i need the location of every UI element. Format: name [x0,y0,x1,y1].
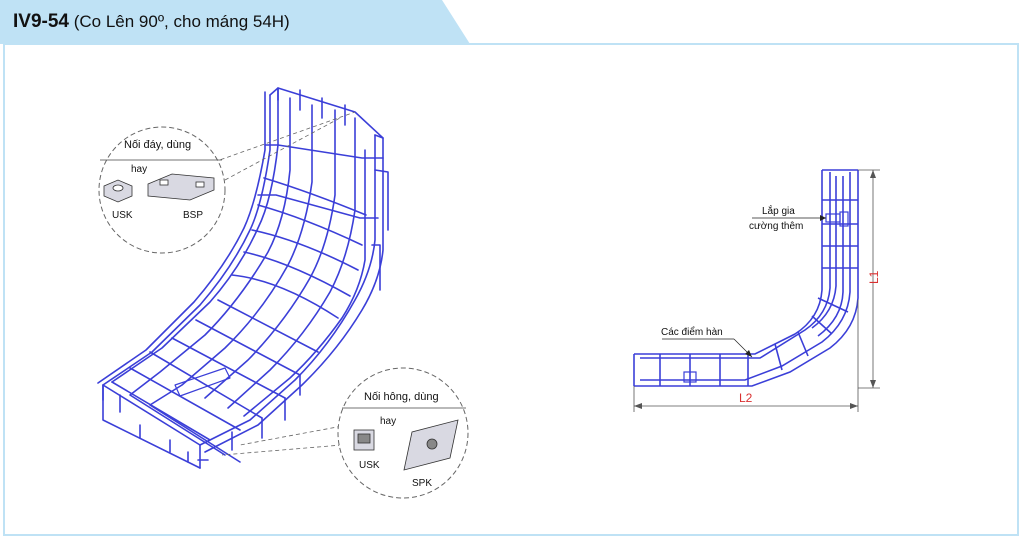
side-view-annotations: Lắp gia cường thêm Các điểm hàn [661,204,826,358]
bottom-joint-title: Nối đáy, dùng [124,139,191,151]
callout-side-joint: Nối hông, dùng hay USK SPK [337,367,469,499]
reinforcement-label-2: cường thêm [749,221,803,232]
title-tab: IV9-54 (Co Lên 90º, cho máng 54H) [0,0,470,44]
spk-plate-icon [403,419,459,471]
usk-clip-side-icon [353,429,375,451]
weld-points-label: Các điểm hàn [661,326,723,338]
callout-leaders [213,111,356,456]
side-joint-part2: SPK [412,478,432,489]
wire-basket-elbow-isometric [97,87,389,469]
callout-bottom-joint: Nối đáy, dùng hay USK BSP [98,126,226,254]
bsp-plate-icon [147,173,215,201]
bottom-joint-part1: USK [112,210,133,221]
page-title: IV9-54 (Co Lên 90º, cho máng 54H) [13,11,290,33]
dimension-lines [633,169,880,412]
reinforcement-label-1: Lắp gia [762,204,795,217]
side-joint-title: Nối hông, dùng [364,391,439,403]
dimension-l2: L2 [739,391,753,405]
product-subtitle: (Co Lên 90º, cho máng 54H) [73,12,290,31]
bottom-joint-or: hay [131,164,147,175]
title-tab-background [0,0,470,44]
usk-clip-icon [103,179,133,203]
product-code: IV9-54 [13,11,69,32]
side-joint-part1: USK [359,460,380,471]
dimension-l1: L1 [867,270,881,284]
side-joint-or: hay [380,416,396,427]
bottom-joint-part2: BSP [183,210,203,221]
